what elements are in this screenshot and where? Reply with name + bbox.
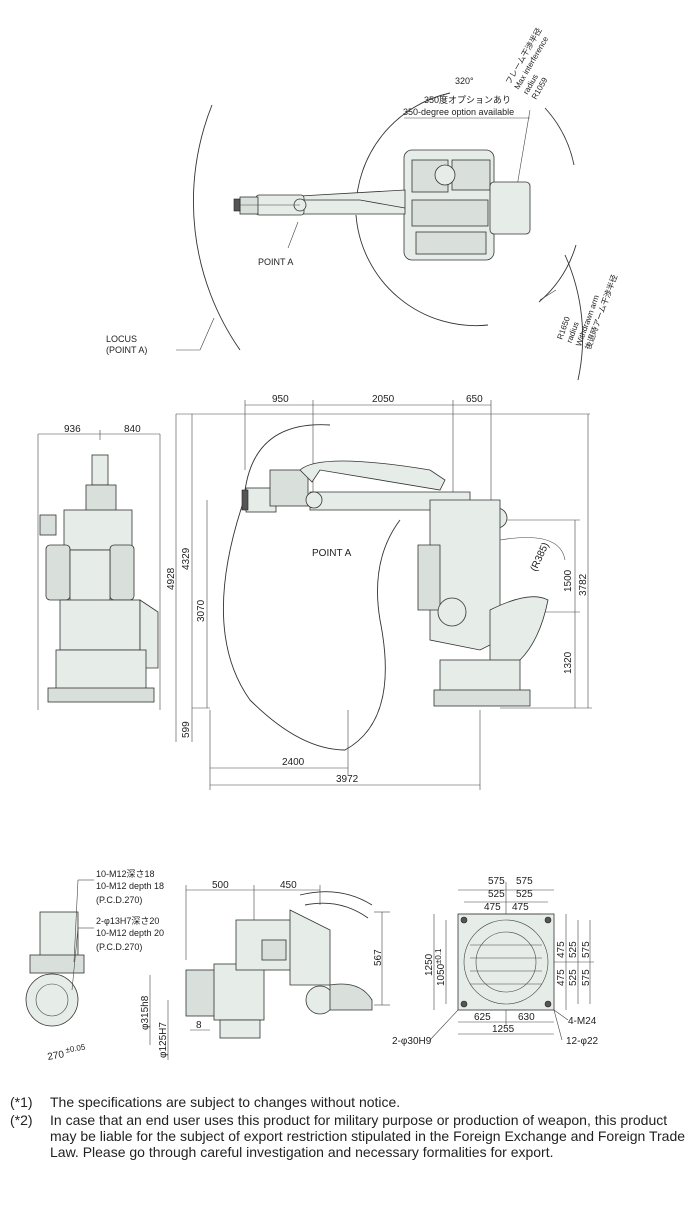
front-dim-936: 936 [64,424,81,435]
svg-text:270: 270 [47,1049,66,1063]
side-dim-950: 950 [272,394,289,405]
wrist-dim-500: 500 [212,880,229,891]
base-top-575a: 575 [488,876,505,887]
base-right-525a: 525 [568,941,579,958]
side-dim-2050: 2050 [372,394,395,405]
side-dim-2400: 2400 [282,757,305,768]
side-dim-599: 599 [181,721,192,738]
footnote-text: The specifications are subject to change… [50,1094,401,1110]
base-right-475b: 475 [556,969,567,986]
robot-dimension-drawing: 320° 350度オプションあり 350-degree option avail… [25,26,619,1063]
base-dim-1050: 1050 ±0.1 [434,948,447,986]
wrist-hole-en: 10-M12 depth 20 [96,928,164,938]
base-dim-630: 630 [518,1012,535,1023]
point-a-side-label: POINT A [312,548,352,559]
base-view [429,882,594,1041]
wrist-dim-125: φ125H7 [158,1022,169,1058]
side-dim-4329: 4329 [181,547,192,570]
side-dim-4928: 4928 [166,567,177,590]
rotation-label: 320° [455,76,474,86]
front-dim-840: 840 [124,424,141,435]
max-interference-arc [355,92,451,211]
wrist-dim-270: 270 ±0.05 [47,1042,87,1063]
withdrawn-arc [564,254,584,381]
wrist-dim-315: φ315h8 [140,995,151,1030]
base-top-575b: 575 [516,876,533,887]
withdrawn-arm-label: R1650 radius Withdrawn arm 後退時アーム干渉半径 [555,273,619,351]
max-interference-label: フレーム干渉半径 Max interference radius R1059 [503,26,550,101]
wrist-hole-jp: 2-φ13H7深さ20 [96,916,159,926]
locus-arc [193,104,241,351]
wrist-tap-jp: 10-M12深さ18 [96,869,155,879]
option-label-en: 350-degree option available [403,107,514,117]
base-right-525b: 525 [568,969,579,986]
wrist-pcd2: (P.C.D.270) [96,942,142,952]
base-m24: 4-M24 [568,1016,597,1027]
footnote-2: (*2) In case that an end user uses this … [10,1112,695,1160]
side-dim-1500: 1500 [563,569,574,592]
footnote-mark: (*2) [10,1112,33,1128]
top-view [176,92,584,381]
base-right-475a: 475 [556,941,567,958]
base-top-525a: 525 [488,889,505,900]
side-dim-3972: 3972 [336,774,359,785]
front-view [37,430,161,710]
wrist-pcd1: (P.C.D.270) [96,895,142,905]
base-top-475a: 475 [484,902,501,913]
option-label-jp: 350度オプションあり [424,94,511,105]
side-dim-r385: (R385) [529,541,552,573]
side-dim-3070: 3070 [196,599,207,622]
base-dim-1250: 1250 [424,953,435,976]
base-phi30: 2-φ30H9 [392,1036,432,1047]
footnote-mark: (*1) [10,1094,33,1110]
footnote-1: (*1) The specifications are subject to c… [10,1094,695,1110]
base-top-475b: 475 [512,902,529,913]
base-dim-625: 625 [474,1012,491,1023]
locus-label-1: LOCUS [106,334,137,344]
wrist-dim-8: 8 [196,1020,202,1031]
footnotes: (*1) The specifications are subject to c… [10,1094,695,1162]
side-view [175,400,592,790]
locus-label-2: (POINT A) [106,345,147,355]
base-right-575a: 575 [581,941,592,958]
point-a-top-label: POINT A [258,257,293,267]
footnote-text: In case that an end user uses this produ… [50,1112,686,1160]
wrist-tap-en: 10-M12 depth 18 [96,881,164,891]
wrist-dim-450: 450 [280,880,297,891]
svg-text:1050: 1050 [436,963,447,986]
base-dim-1255: 1255 [492,1024,515,1035]
svg-text:±0.05: ±0.05 [65,1042,87,1054]
wrist-dim-567: 567 [373,949,384,966]
side-dim-650: 650 [466,394,483,405]
wrist-view [25,879,390,1060]
side-dim-3782: 3782 [578,573,589,596]
base-phi22: 12-φ22 [566,1036,598,1047]
side-dim-1320: 1320 [563,651,574,674]
base-right-575b: 575 [581,969,592,986]
svg-text:±0.1: ±0.1 [434,948,443,964]
base-top-525b: 525 [516,889,533,900]
